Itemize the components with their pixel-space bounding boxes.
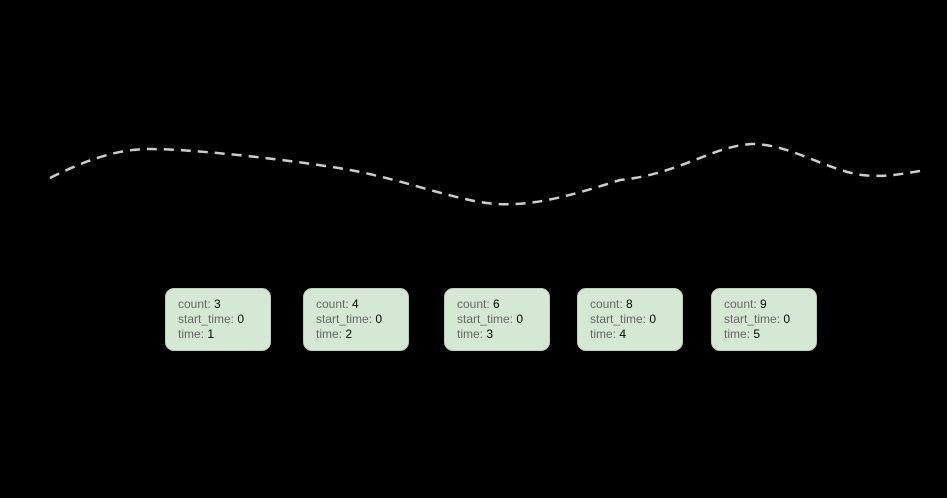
node-line-start-time: start_time: 0 (316, 312, 408, 327)
node-line-count: count: 8 (590, 297, 682, 312)
node-line-start-time: start_time: 0 (590, 312, 682, 327)
node-line-time: time: 4 (590, 327, 682, 342)
count-label: count: (590, 297, 623, 311)
node-line-count: count: 4 (316, 297, 408, 312)
count-value: 9 (760, 297, 767, 311)
start-time-value: 0 (516, 312, 524, 326)
start-time-value: 0 (783, 312, 791, 326)
count-value: 4 (352, 297, 359, 311)
state-node-1: count: 3 start_time: 0 time: 1 (165, 288, 271, 351)
node-line-count: count: 9 (724, 297, 816, 312)
node-line-start-time: start_time: 0 (178, 312, 270, 327)
node-line-time: time: 2 (316, 327, 408, 342)
node-line-time: time: 3 (457, 327, 549, 342)
start-time-value: 0 (237, 312, 245, 326)
start-time-value: 0 (375, 312, 383, 326)
time-value: 5 (753, 327, 761, 341)
start-time-label: start_time: (590, 312, 647, 326)
time-value: 2 (345, 327, 353, 341)
time-label: time: (316, 327, 343, 341)
state-node-2: count: 4 start_time: 0 time: 2 (303, 288, 409, 351)
count-value: 3 (214, 297, 221, 311)
time-label: time: (724, 327, 751, 341)
count-value: 8 (626, 297, 633, 311)
count-label: count: (457, 297, 490, 311)
node-line-count: count: 6 (457, 297, 549, 312)
start-time-value: 0 (649, 312, 657, 326)
time-value: 4 (619, 327, 627, 341)
start-time-label: start_time: (457, 312, 514, 326)
count-value: 6 (493, 297, 500, 311)
count-label: count: (316, 297, 349, 311)
start-time-label: start_time: (724, 312, 781, 326)
start-time-label: start_time: (178, 312, 235, 326)
start-time-label: start_time: (316, 312, 373, 326)
state-node-3: count: 6 start_time: 0 time: 3 (444, 288, 550, 351)
node-line-time: time: 5 (724, 327, 816, 342)
time-value: 3 (486, 327, 494, 341)
node-line-count: count: 3 (178, 297, 270, 312)
count-label: count: (724, 297, 757, 311)
state-node-4: count: 8 start_time: 0 time: 4 (577, 288, 683, 351)
time-label: time: (178, 327, 205, 341)
node-line-start-time: start_time: 0 (724, 312, 816, 327)
time-label: time: (590, 327, 617, 341)
count-label: count: (178, 297, 211, 311)
state-node-5: count: 9 start_time: 0 time: 5 (711, 288, 817, 351)
time-value: 1 (207, 327, 215, 341)
time-label: time: (457, 327, 484, 341)
node-line-time: time: 1 (178, 327, 270, 342)
node-line-start-time: start_time: 0 (457, 312, 549, 327)
dashed-curve-path (49, 142, 927, 206)
